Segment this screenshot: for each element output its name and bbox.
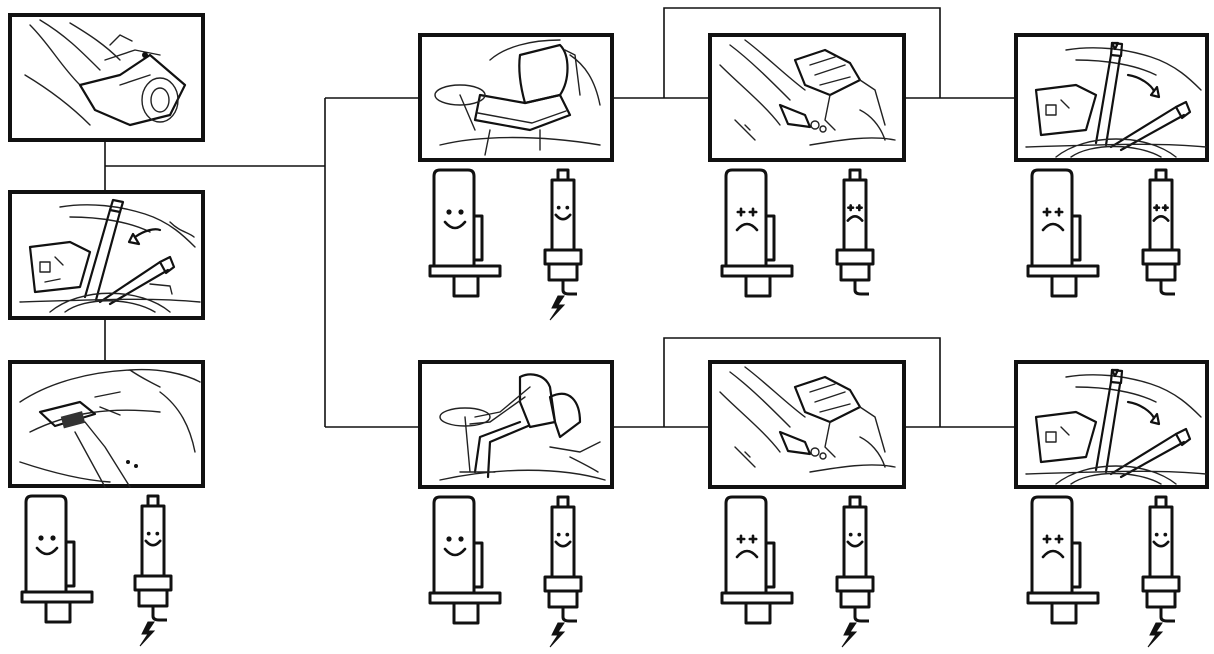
spark-plug-happy-icon [543,168,583,321]
connectors [104,7,1016,428]
smile-mouth-icon [443,220,467,230]
cross-eye-icon [736,534,746,544]
eye-icon [458,536,464,542]
panels [8,13,1209,489]
eye-icon [1154,532,1159,537]
illustration-fuel-tap [19,368,201,488]
smile-mouth-icon [144,539,162,547]
spark-plug-happy-icon [133,494,173,647]
eye-icon [556,532,561,537]
eye-icon [38,535,44,541]
eye-icon [146,531,151,536]
panel-left-bottom [8,360,205,488]
spark-plug-sad-icon [1141,168,1181,296]
smile-mouth-icon [554,213,572,221]
status-indicators [20,168,1181,648]
illustration-pedal-press-bottom [719,366,896,473]
frown-mouth-icon [1152,215,1170,222]
cross-eye-icon [847,204,855,212]
spark-bolt-icon [549,622,566,648]
engine-happy-icon [428,495,502,625]
frown-mouth-icon [735,222,759,232]
smile-mouth-icon [1152,540,1170,548]
illustration-lever-push-top [1025,41,1207,158]
spark-bolt-icon [549,295,566,321]
engine-happy-icon [20,494,94,624]
cross-eye-icon [736,207,746,217]
cross-eye-icon [1153,204,1161,212]
illustration-lever-push-bottom [1025,368,1207,485]
spark-plug-sad-icon [835,168,875,296]
spark-bolt-icon [139,621,156,647]
eye-icon [848,532,853,537]
eye-icon [565,205,570,210]
cross-eye-icon [1054,534,1064,544]
frown-mouth-icon [735,549,759,559]
eye-icon [458,209,464,215]
illustration-choke-lever-pull [19,198,201,313]
cross-eye-icon [855,204,863,212]
frown-mouth-icon [1041,222,1065,232]
eye-icon [1163,532,1168,537]
eye-icon [155,531,160,536]
engine-sad-icon [720,495,794,625]
eye-icon [565,532,570,537]
cross-eye-icon [748,207,758,217]
spark-plug-happy-icon [835,495,875,648]
spark-plug-happy-icon [543,495,583,648]
eye-icon [446,209,452,215]
frown-mouth-icon [1041,549,1065,559]
eye-icon [446,536,452,542]
eye-icon [556,205,561,210]
smile-mouth-icon [35,546,59,556]
spark-plug-happy-icon [1141,495,1181,648]
cross-eye-icon [1042,534,1052,544]
eye-icon [857,532,862,537]
illustration-pedal-press-top [719,39,896,146]
eye-icon [50,535,56,541]
cross-eye-icon [1054,207,1064,217]
smile-mouth-icon [443,547,467,557]
smile-mouth-icon [846,540,864,548]
cross-eye-icon [1042,207,1052,217]
connector-top-bypass [663,7,941,98]
illustration-hands-on-engine [24,19,187,127]
illustration-seat [434,39,601,156]
connector-bottom-bypass [663,337,941,427]
engine-sad-icon [1026,495,1100,625]
spark-bolt-icon [1147,622,1164,648]
engine-happy-icon [428,168,502,298]
panel-top-1 [418,33,614,162]
spark-bolt-icon [841,622,858,648]
frown-mouth-icon [846,215,864,222]
engine-sad-icon [1026,168,1100,298]
panel-bottom-2 [708,360,906,489]
cross-eye-icon [748,534,758,544]
engine-sad-icon [720,168,794,298]
illustration-operator-seated [439,373,606,481]
cross-eye-icon [1161,204,1169,212]
smile-mouth-icon [554,540,572,548]
panel-top-2 [708,33,906,162]
